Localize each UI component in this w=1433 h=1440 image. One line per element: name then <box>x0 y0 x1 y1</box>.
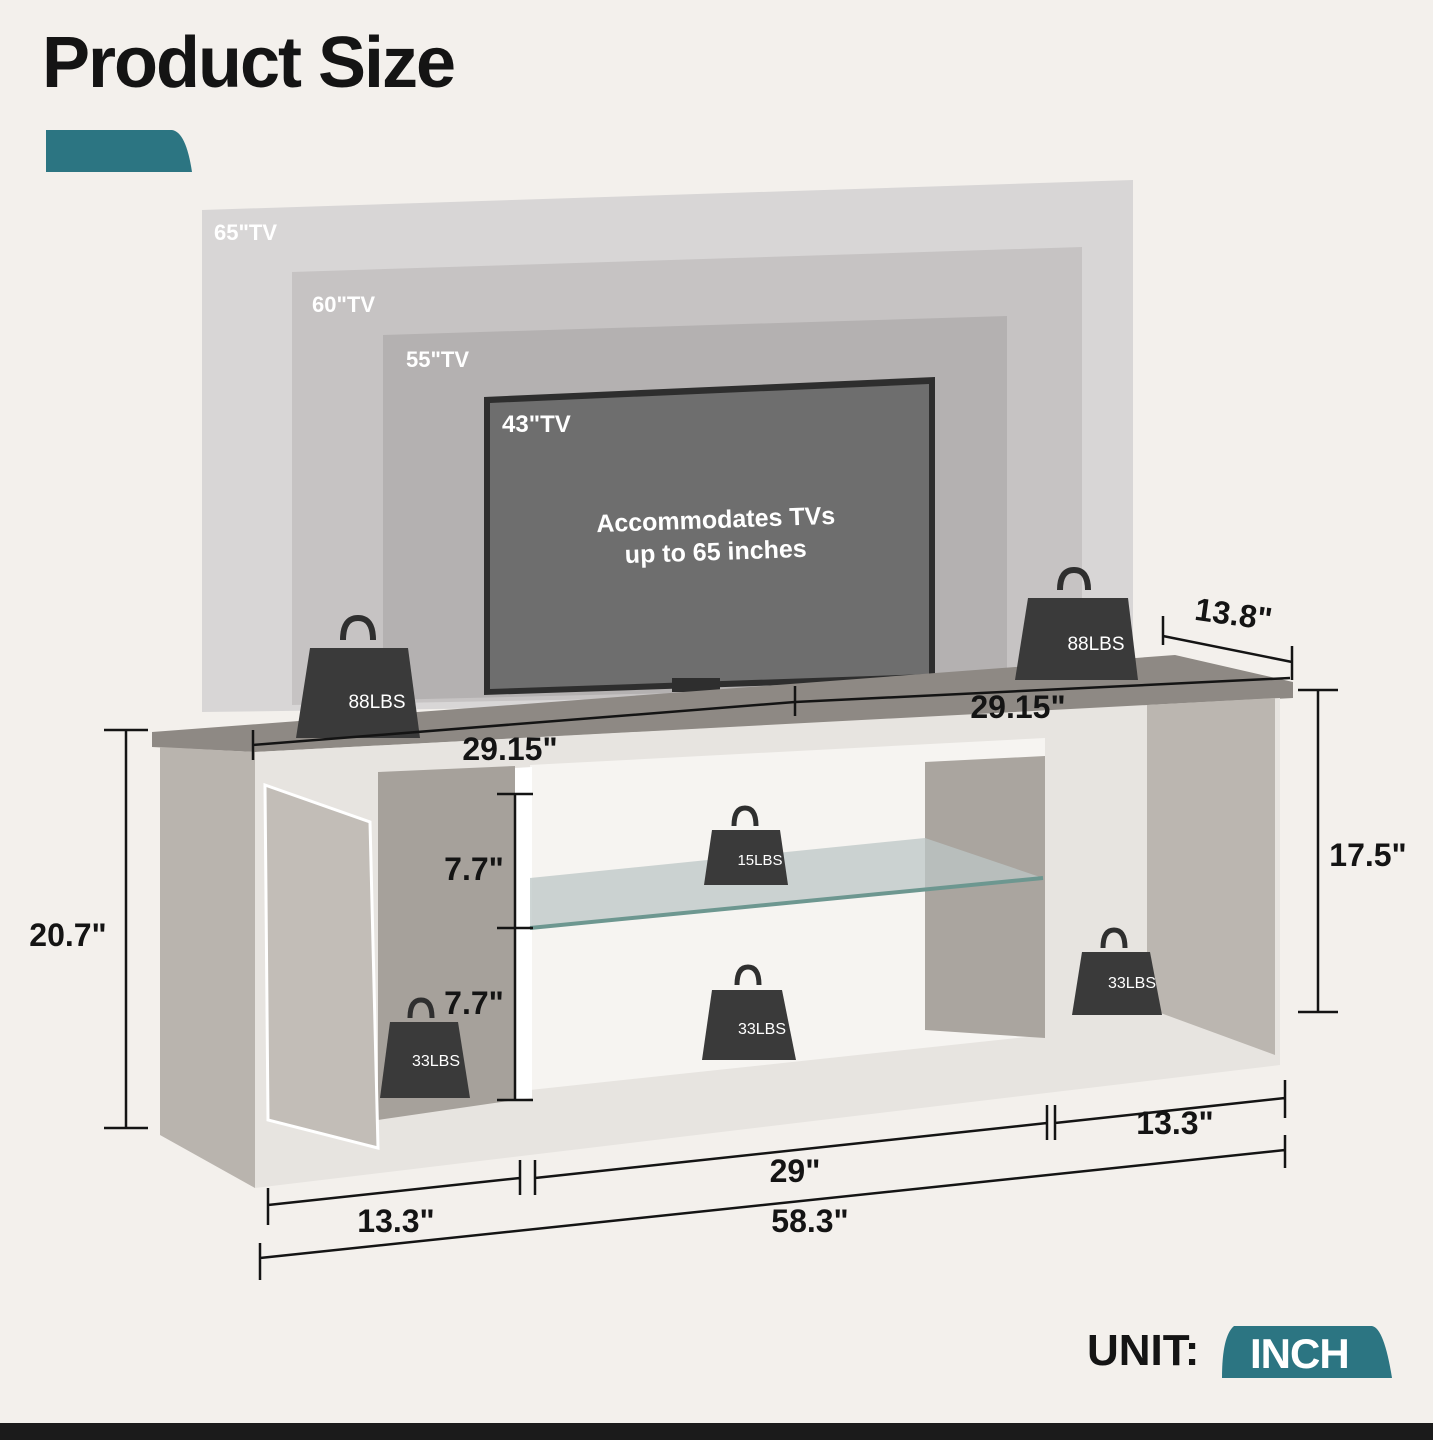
dim-line-depth <box>1161 616 1294 680</box>
dim-line-overall-height <box>104 728 148 1130</box>
weight-label-right-cubby: 33LBS <box>1108 975 1156 992</box>
tv-label-43: 43"TV <box>502 411 571 438</box>
glass-shelf-edge <box>529 876 1044 930</box>
weight-label-cabinet: 33LBS <box>412 1053 460 1070</box>
dim-line-inner-height <box>1298 688 1338 1014</box>
tv-note-line2: up to 65 inches <box>624 535 807 569</box>
center-divider <box>925 756 1045 1038</box>
weight-label-top-left: 88LBS <box>348 692 405 713</box>
weight-label-top-right: 88LBS <box>1067 634 1124 655</box>
weight-top-left: 88LBS <box>296 614 420 738</box>
dim-line-right-width <box>1053 1080 1287 1140</box>
dim-overall-height: 20.7" <box>29 917 106 953</box>
dim-left-width: 13.3" <box>357 1203 434 1239</box>
unit-label: UNIT: <box>1087 1326 1200 1375</box>
center-compartment-back <box>530 738 1045 1090</box>
weight-top-right: 88LBS <box>1015 566 1138 680</box>
dim-line-top-right <box>794 676 1291 704</box>
dim-center-width: 29" <box>770 1153 821 1189</box>
accent-bar <box>46 130 192 172</box>
stand-left-side <box>160 747 255 1188</box>
dim-top-half-right: 29.15" <box>970 689 1065 725</box>
right-compartment-side <box>1147 698 1275 1055</box>
tv-stand <box>672 678 720 692</box>
unit-badge <box>1222 1326 1392 1378</box>
left-divider <box>515 767 532 1100</box>
dim-line-shelf-upper <box>497 792 533 928</box>
tv-label-65: 65"TV <box>214 220 277 245</box>
dim-inner-height: 17.5" <box>1329 837 1406 873</box>
weight-cabinet: 33LBS <box>380 997 470 1098</box>
dim-shelf-upper: 7.7" <box>444 851 504 887</box>
tv-screen <box>490 384 929 689</box>
page-title: Product Size <box>42 23 456 103</box>
tv-label-55: 55"TV <box>406 347 469 372</box>
dim-line-left-width <box>266 1160 522 1225</box>
dim-depth: 13.8" <box>1193 591 1275 637</box>
bottom-bar <box>0 1423 1433 1440</box>
unit-value: INCH <box>1250 1330 1350 1377</box>
tv-label-60: 60"TV <box>312 292 375 317</box>
dim-line-center-width <box>533 1105 1049 1195</box>
stand-top <box>152 655 1293 752</box>
left-door <box>263 782 380 1150</box>
dim-top-half-left: 29.15" <box>462 731 557 767</box>
weight-glass-shelf: 15LBS <box>704 805 788 885</box>
weight-label-glass-shelf: 15LBS <box>737 852 782 869</box>
dim-right-width: 13.3" <box>1136 1105 1213 1141</box>
weight-right-cubby: 33LBS <box>1072 927 1162 1015</box>
dim-shelf-lower: 7.7" <box>444 985 504 1021</box>
dim-line-shelf-lower <box>497 926 533 1102</box>
weight-label-bottom-shelf: 33LBS <box>738 1021 786 1038</box>
dim-total-width: 58.3" <box>771 1203 848 1239</box>
dim-line-total-width <box>258 1135 1287 1280</box>
weight-bottom-shelf: 33LBS <box>702 964 796 1060</box>
